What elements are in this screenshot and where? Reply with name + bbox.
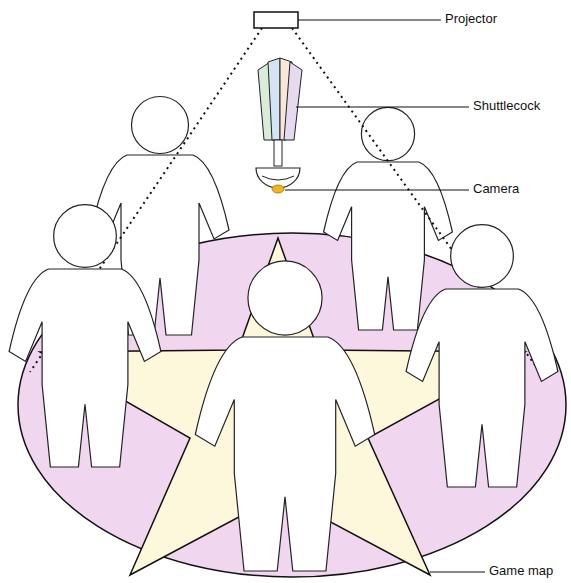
part-label: Projector: [443, 11, 499, 27]
leader-line: [285, 189, 469, 190]
child-silhouette: [195, 261, 374, 571]
shuttlecock-feather: [284, 62, 302, 140]
part-label: Shuttlecock: [471, 98, 542, 114]
part-label: Camera: [471, 181, 521, 197]
shuttlecock-stem: [274, 140, 282, 166]
part-label: Game map: [487, 563, 555, 579]
child-silhouette: [406, 225, 558, 487]
projector: [254, 12, 298, 28]
leader-line: [296, 106, 469, 107]
child-silhouette: [324, 107, 453, 330]
shuttlecock-feather: [268, 58, 280, 140]
leader-line: [298, 19, 441, 20]
child-silhouette: [9, 205, 161, 467]
leader-line: [430, 571, 485, 572]
camera: [272, 185, 284, 193]
